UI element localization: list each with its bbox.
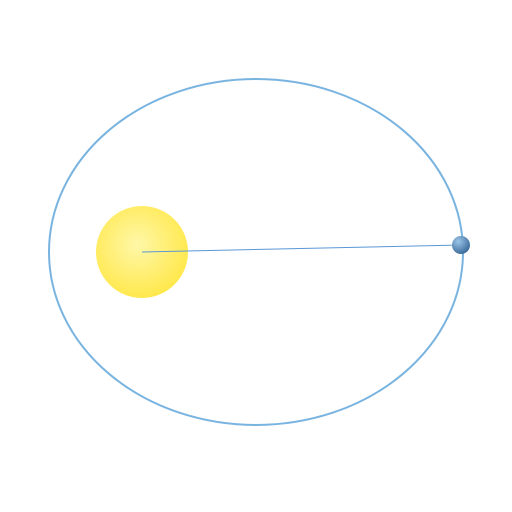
- radius-vector-line: [141, 244, 462, 253]
- planet: [452, 236, 470, 254]
